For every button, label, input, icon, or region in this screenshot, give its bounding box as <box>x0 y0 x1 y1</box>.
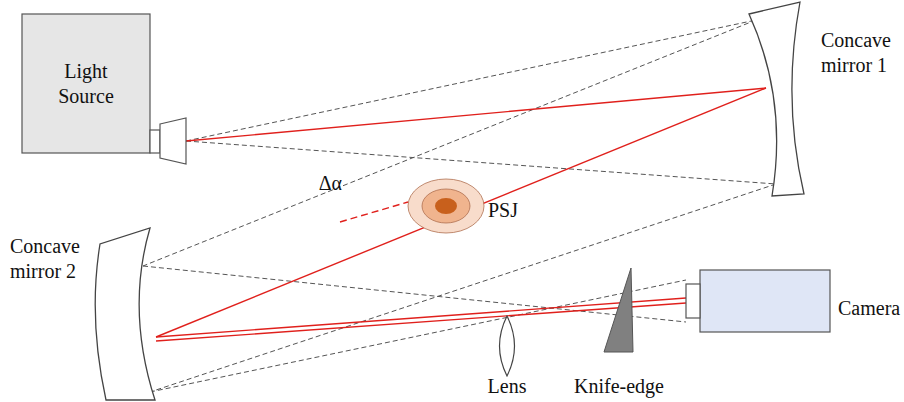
plasma-jet <box>422 189 470 223</box>
source-nozzle <box>150 130 160 153</box>
mirror-label: Concave mirror 1 <box>821 28 901 78</box>
plasma-jet <box>408 179 484 233</box>
source-nozzle <box>160 118 186 164</box>
plasma-jet <box>435 198 457 214</box>
concave-mirror <box>95 228 155 400</box>
camera-lens <box>686 284 700 318</box>
lens-symbol <box>500 316 515 376</box>
part-label: Knife-edge <box>574 374 664 399</box>
beam-envelope <box>143 20 776 392</box>
part-label: Lens <box>488 374 527 399</box>
concave-mirror <box>749 2 804 196</box>
mirror-label: Concave mirror 2 <box>10 234 92 284</box>
knife-edge <box>604 268 633 352</box>
box-text: Light Source <box>46 59 126 109</box>
camera-body <box>700 270 830 332</box>
light-source-box <box>22 14 150 153</box>
angle-label: Δα <box>319 171 342 196</box>
part-label: PSJ <box>488 198 518 223</box>
part-label: Camera <box>838 296 900 321</box>
light-ray <box>156 88 766 341</box>
source-box: Light Source <box>22 14 150 153</box>
